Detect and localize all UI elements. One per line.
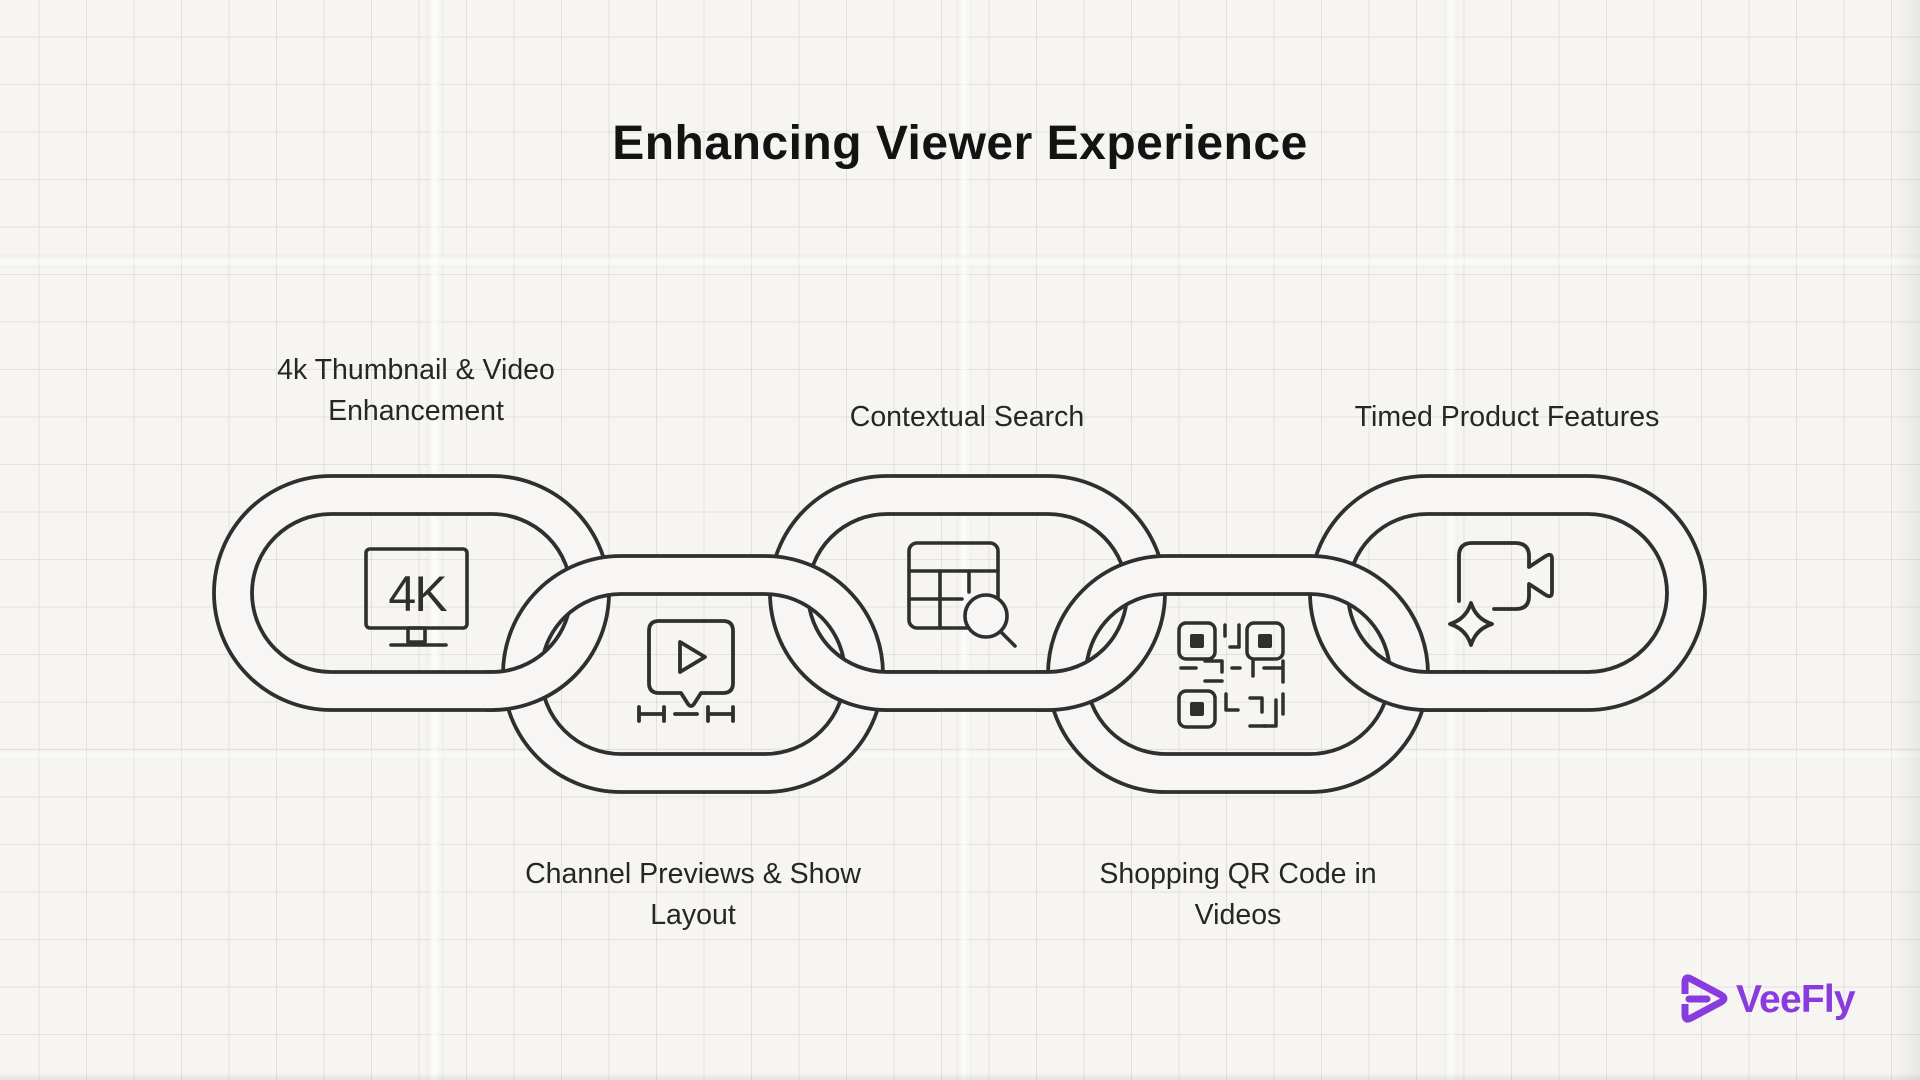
label-line: Shopping QR Code in [1099, 858, 1377, 890]
item-label-contextual-search: Contextual Search [742, 397, 1192, 438]
item-label-channel-previews: Channel Previews & Show Layout [468, 854, 918, 936]
page-title: Enhancing Viewer Experience [612, 117, 1308, 170]
video-camera-sparkle-icon [1448, 541, 1554, 647]
table-search-icon [907, 541, 1017, 648]
qr-code-icon [1177, 621, 1285, 729]
item-label-timed-product: Timed Product Features [1282, 397, 1732, 438]
play-bubble-timeline-icon [637, 619, 735, 723]
veefly-logo-text: VeeFly [1736, 978, 1856, 1021]
item-label-shopping-qr: Shopping QR Code in Videos [1013, 854, 1463, 936]
monitor-4k-label: 4K [388, 566, 447, 622]
label-line: Enhancement [328, 395, 504, 427]
veefly-play-icon [1681, 974, 1728, 1023]
label-line: Timed Product Features [1354, 401, 1660, 433]
monitor-4k-icon: 4K [364, 547, 469, 647]
label-line: Contextual Search [849, 401, 1085, 433]
label-line: Channel Previews & Show [525, 858, 861, 890]
item-label-4k-thumbnail: 4k Thumbnail & Video Enhancement [191, 350, 641, 432]
label-line: Layout [650, 899, 736, 931]
veefly-logo: VeeFly [1681, 972, 1856, 1028]
label-line: Videos [1194, 899, 1282, 931]
label-line: 4k Thumbnail & Video [277, 354, 555, 386]
